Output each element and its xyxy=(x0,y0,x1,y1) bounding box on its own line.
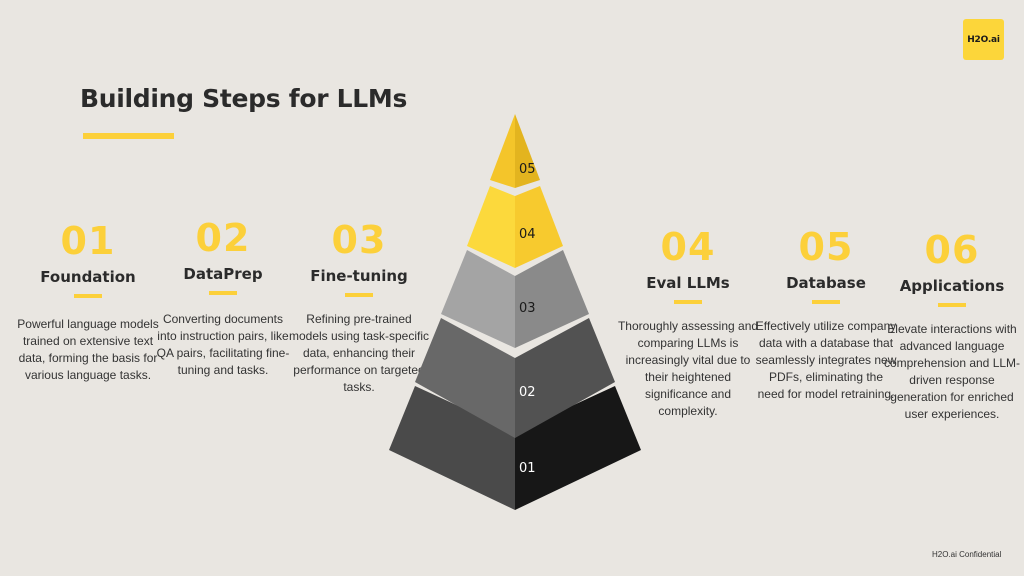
level-label: 03 xyxy=(519,301,536,316)
step-underline xyxy=(74,294,102,298)
level-label: 01 xyxy=(519,461,536,476)
step-title: Fine-tuning xyxy=(310,267,408,285)
step-number: 03 xyxy=(331,218,387,262)
pyramid-level-01: 01 xyxy=(389,386,641,510)
level-label: 05 xyxy=(519,162,536,177)
step-dataprep: 02 DataPrep Converting documents into in… xyxy=(157,216,290,379)
step-description: Elevate interactions with advanced langu… xyxy=(883,322,1021,421)
pyramid-level-05: 05 xyxy=(490,114,540,188)
level-label: 02 xyxy=(519,385,536,400)
step-number: 02 xyxy=(195,216,251,260)
step-title: Database xyxy=(786,274,866,292)
step-number: 05 xyxy=(798,225,854,269)
step-title: Applications xyxy=(899,277,1005,295)
step-description: Thoroughly assessing and comparing LLMs … xyxy=(617,319,759,418)
pyramid-level-02: 02 xyxy=(415,318,615,438)
step-description: Converting documents into instruction pa… xyxy=(156,312,290,377)
step-number: 06 xyxy=(924,228,980,272)
h2o-logo: H2O.ai xyxy=(963,19,1004,60)
pyramid-level-03: 03 xyxy=(441,250,589,348)
step-underline xyxy=(938,303,966,307)
step-number: 04 xyxy=(660,225,716,269)
step-applications: 06 Applications Elevate interactions wit… xyxy=(884,228,1020,423)
step-underline xyxy=(812,300,840,304)
step-title: Foundation xyxy=(40,268,136,286)
step-database: 05 Database Effectively utilize company … xyxy=(756,225,897,403)
step-underline xyxy=(345,293,373,297)
step-number: 01 xyxy=(60,219,116,263)
footer-confidential: H2O.ai Confidential xyxy=(932,550,1002,559)
step-title: Eval LLMs xyxy=(646,274,730,292)
step-underline xyxy=(674,300,702,304)
step-underline xyxy=(209,291,237,295)
step-description: Effectively utilize company data with a … xyxy=(755,319,897,401)
level-label: 04 xyxy=(519,227,536,242)
step-eval-llms: 04 Eval LLMs Thoroughly assessing and co… xyxy=(618,225,758,420)
pyramid-level-04: 04 xyxy=(467,186,563,268)
step-description: Refining pre-trained models using task-s… xyxy=(288,312,430,394)
page-title: Building Steps for LLMs xyxy=(80,84,408,113)
step-description: Powerful language models trained on exte… xyxy=(17,317,159,382)
title-underline xyxy=(83,133,174,139)
step-title: DataPrep xyxy=(183,265,263,283)
step-fine-tuning: 03 Fine-tuning Refining pre-trained mode… xyxy=(289,218,429,396)
step-foundation: 01 Foundation Powerful language models t… xyxy=(17,219,158,384)
